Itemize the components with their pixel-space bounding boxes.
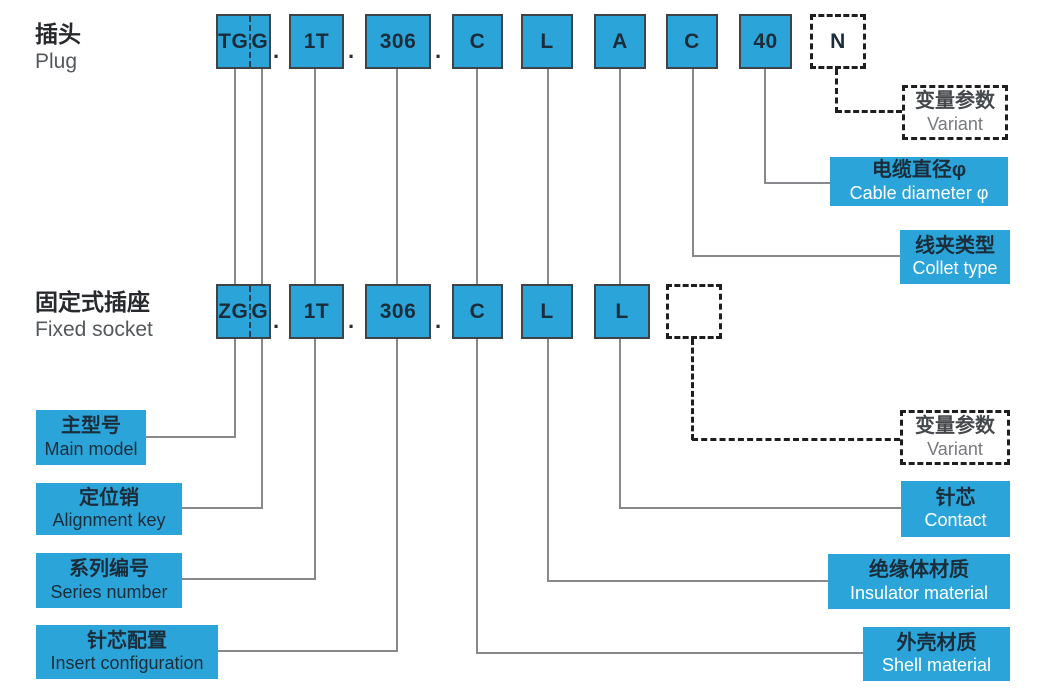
connector-cable-diameter-vline: [764, 69, 766, 184]
connector-alignment-key-hline: [181, 507, 263, 509]
connector-series-number-hline: [181, 578, 316, 580]
plug-header: 插头 Plug: [35, 20, 81, 75]
connector-variant-socket-dashed-vline: [691, 339, 694, 440]
plug-header-cn: 插头: [35, 21, 81, 47]
callout-alignment-key: 定位销 Alignment key: [36, 483, 182, 535]
connector-main-model-hline: [145, 436, 236, 438]
connector-variant-plug-dashed-hline: [836, 110, 902, 113]
callout-insulator-material-en: Insulator material: [849, 582, 989, 603]
callout-variant-socket-en: Variant: [927, 438, 983, 459]
callout-insulator-material: 绝缘体材质 Insulator material: [828, 554, 1010, 609]
connector-shell-material-vline: [476, 69, 478, 654]
plug-code-box-shell: C: [452, 14, 503, 69]
socket-dot-2: .: [347, 308, 355, 333]
connector-main-model-vline: [234, 69, 236, 437]
callout-contact: 针芯 Contact: [901, 481, 1010, 537]
fixed-socket-header: 固定式插座 Fixed socket: [35, 288, 153, 343]
connector-contact-hline: [619, 507, 902, 509]
connector-cable-diameter-hline: [764, 182, 832, 184]
socket-code-main: ZG: [218, 299, 249, 323]
socket-dot-1: .: [272, 308, 280, 333]
callout-collet-type-en: Collet type: [912, 258, 998, 279]
callout-contact-en: Contact: [924, 510, 987, 531]
callout-main-model: 主型号 Main model: [36, 410, 146, 465]
connector-shell-material-hline: [476, 652, 865, 654]
plug-header-en: Plug: [35, 49, 78, 73]
callout-variant-socket: 变量参数 Variant: [900, 410, 1010, 465]
callout-variant-socket-cn: 变量参数: [915, 415, 995, 438]
callout-insert-configuration-en: Insert configuration: [50, 653, 204, 674]
callout-insulator-material-cn: 绝缘体材质: [869, 559, 969, 582]
connector-insert-configuration-vline: [396, 69, 398, 652]
plug-code-box-insert: 306: [365, 14, 431, 69]
socket-code-box-contact: L: [594, 284, 650, 339]
callout-series-number-cn: 系列编号: [69, 558, 149, 581]
callout-shell-material-cn: 外壳材质: [896, 631, 977, 654]
callout-series-number: 系列编号 Series number: [36, 553, 182, 608]
fixed-socket-header-cn: 固定式插座: [35, 289, 150, 315]
plug-code-key: G: [248, 16, 269, 67]
plug-code-box-collet: C: [666, 14, 718, 69]
connector-variant-socket-dashed-hline: [692, 438, 900, 441]
socket-code-box-variant: [666, 284, 722, 339]
callout-cable-diameter-en: Cable diameter φ: [849, 182, 989, 203]
socket-dot-3: .: [434, 308, 442, 333]
callout-contact-cn: 针芯: [935, 486, 976, 509]
plug-code-box-main-key: TG G: [216, 14, 271, 69]
socket-code-box-series: 1T: [289, 284, 344, 339]
callout-main-model-cn: 主型号: [61, 415, 121, 438]
socket-code-box-insulator: L: [521, 284, 573, 339]
callout-collet-type-cn: 线夹类型: [915, 234, 995, 257]
callout-cable-diameter-cn: 电缆直径φ: [871, 159, 967, 182]
callout-shell-material: 外壳材质 Shell material: [863, 627, 1010, 681]
fixed-socket-header-en: Fixed socket: [35, 317, 153, 341]
plug-code-box-series: 1T: [289, 14, 344, 69]
connector-insulator-material-hline: [547, 580, 830, 582]
connector-variant-plug-dashed-vline: [835, 69, 838, 113]
plug-dot-2: .: [347, 38, 355, 63]
connector-collet-type-vline: [692, 69, 694, 257]
plug-code-box-insulator: L: [521, 14, 573, 69]
callout-variant-plug-cn: 变量参数: [915, 90, 995, 113]
plug-dot-3: .: [434, 38, 442, 63]
plug-code-main: TG: [218, 29, 249, 53]
callout-insert-configuration-cn: 针芯配置: [87, 629, 167, 652]
callout-shell-material-en: Shell material: [881, 655, 992, 676]
connector-collet-type-hline: [692, 255, 902, 257]
connector-insert-configuration-hline: [217, 650, 398, 652]
callout-main-model-en: Main model: [44, 438, 138, 459]
socket-code-box-insert: 306: [365, 284, 431, 339]
callout-cable-diameter: 电缆直径φ Cable diameter φ: [830, 157, 1008, 206]
socket-code-key: G: [248, 286, 269, 337]
plug-dot-1: .: [272, 38, 280, 63]
plug-code-box-cable: 40: [739, 14, 792, 69]
socket-code-box-main-key: ZG G: [216, 284, 271, 339]
callout-alignment-key-cn: 定位销: [79, 486, 139, 509]
callout-variant-plug-en: Variant: [927, 113, 983, 134]
callout-insert-configuration: 针芯配置 Insert configuration: [36, 625, 218, 679]
callout-variant-plug: 变量参数 Variant: [902, 85, 1008, 140]
plug-code-box-contact: A: [594, 14, 646, 69]
callout-alignment-key-en: Alignment key: [52, 510, 166, 531]
plug-code-box-variant: N: [810, 14, 866, 69]
callout-series-number-en: Series number: [50, 581, 168, 602]
callout-collet-type: 线夹类型 Collet type: [900, 230, 1010, 284]
socket-code-box-shell: C: [452, 284, 503, 339]
